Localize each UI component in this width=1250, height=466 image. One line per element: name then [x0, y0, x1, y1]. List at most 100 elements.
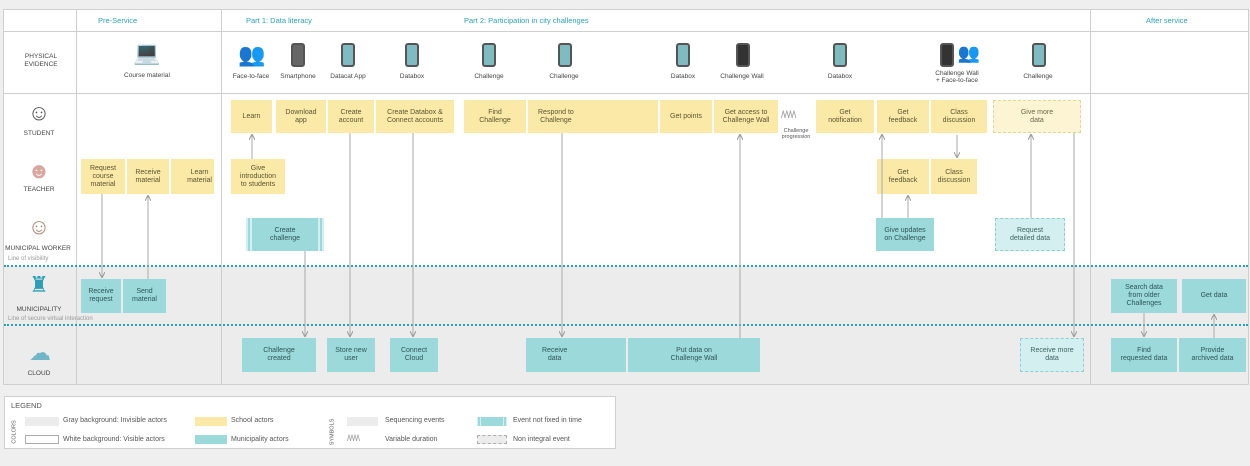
step-receive-data[interactable]: Receive data: [526, 338, 626, 372]
evidence-label: Smartphone: [280, 73, 316, 80]
cloud-icon: ☁: [29, 340, 51, 365]
municipality-emblem-icon: ♜: [29, 272, 49, 297]
step-teacher-class-discussion[interactable]: Class discussion: [931, 159, 977, 194]
evidence-label: Challenge Wall + Face-to-face: [935, 70, 979, 84]
step-search-older-challenges[interactable]: Search data from older Challenges: [1111, 279, 1177, 313]
databox-icon: [676, 43, 690, 67]
actor-municipality: MUNICIPALITY: [16, 306, 62, 313]
phase-pre-service: Pre-Service: [98, 16, 138, 25]
datacat-app-icon: [341, 43, 355, 67]
step-learn[interactable]: Learn: [231, 100, 272, 133]
challenge-wall-icon: [736, 43, 750, 67]
step-access-challenge-wall[interactable]: Get access to Challenge Wall: [714, 100, 778, 133]
legend-notfixed-label: Event not fixed in time: [513, 417, 582, 424]
evidence-label: Challenge Wall: [720, 73, 764, 80]
course-material-icon: 💻: [133, 40, 161, 65]
step-respond-challenge[interactable]: Respond to Challenge: [528, 100, 658, 133]
step-class-discussion[interactable]: Class discussion: [931, 100, 987, 133]
step-request-detailed-data[interactable]: Request detailed data: [995, 218, 1065, 251]
challenge-icon: [482, 43, 496, 67]
databox-icon: [405, 43, 419, 67]
step-create-challenge[interactable]: Create challenge: [246, 218, 324, 251]
line-of-visibility-label: Line of visibility: [8, 256, 49, 262]
col-divider: [221, 9, 222, 385]
step-create-account[interactable]: Create account: [328, 100, 374, 133]
legend-school-label: School actors: [231, 417, 274, 424]
student-face-icon: ☺: [27, 100, 51, 125]
teacher-face-icon: ☻: [27, 158, 51, 183]
challenge-icon: [1032, 43, 1046, 67]
actor-teacher: TEACHER: [23, 186, 55, 193]
step-put-data-challenge-wall[interactable]: Put data on Challenge Wall: [628, 338, 760, 372]
legend-gray-label: Gray background: Invisible actors: [63, 417, 167, 424]
step-get-feedback[interactable]: Get feedback: [877, 100, 929, 133]
step-receive-more-data[interactable]: Receive more data: [1020, 338, 1084, 372]
legend-colors-label: COLORS: [11, 420, 18, 444]
evidence-label: Databox: [827, 73, 853, 80]
step-create-databox[interactable]: Create Databox & Connect accounts: [376, 100, 454, 133]
evidence-label: Databox: [399, 73, 425, 80]
legend-white-label: White background: Visible actors: [63, 436, 165, 443]
face-to-face-icon: 👥: [957, 43, 981, 63]
legend-var-label: Variable duration: [385, 436, 438, 443]
step-challenge-created[interactable]: Challenge created: [242, 338, 316, 372]
legend-municipality-swatch: [195, 435, 227, 444]
step-receive-material[interactable]: Receive material: [127, 159, 169, 194]
step-get-data[interactable]: Get data: [1182, 279, 1246, 313]
legend-notfixed-swatch: [477, 417, 507, 426]
legend-seq-swatch: [347, 417, 381, 426]
legend-nonint-swatch: [477, 435, 507, 444]
step-find-challenge[interactable]: Find Challenge: [464, 100, 526, 133]
row-divider: [4, 31, 1248, 32]
step-find-requested-data[interactable]: Find requested data: [1111, 338, 1177, 372]
step-give-introduction[interactable]: Give introduction to students: [231, 159, 285, 194]
evidence-label: Challenge: [1023, 73, 1053, 80]
municipal-worker-face-icon: ☺: [27, 214, 51, 239]
step-provide-archived-data[interactable]: Provide archived data: [1179, 338, 1246, 372]
line-of-secure-interaction: [4, 324, 1248, 326]
actor-municipal-worker: MUNICIPAL WORKER: [5, 245, 71, 252]
step-request-course-material[interactable]: Request course material: [81, 159, 125, 194]
evidence-label: Challenge: [474, 73, 504, 80]
legend-seq-label: Sequencing events: [385, 417, 445, 424]
evidence-label: Challenge: [549, 73, 579, 80]
phase-after-service: After service: [1146, 16, 1188, 25]
step-give-updates[interactable]: Give updates on Challenge: [876, 218, 934, 251]
challenge-icon: [558, 43, 572, 67]
evidence-label: Face-to-face: [232, 73, 270, 80]
legend-municipality-label: Municipality actors: [231, 436, 289, 443]
line-of-visibility: [4, 265, 1248, 267]
face-to-face-icon: 👥: [238, 42, 266, 67]
legend-school-swatch: [195, 417, 227, 426]
actor-cloud: CLOUD: [27, 370, 51, 377]
step-teacher-get-feedback[interactable]: Get feedback: [877, 159, 929, 194]
step-send-material[interactable]: Send material: [123, 279, 166, 313]
step-learn-material[interactable]: Learn material: [171, 159, 214, 194]
variable-duration-symbol: /\/\/\/\: [781, 110, 796, 121]
col-divider: [76, 9, 77, 385]
line-of-secure-interaction-label: Line of secure virtual interaction: [8, 316, 93, 322]
legend-gray-swatch: [25, 417, 59, 426]
legend-symbols-label: SYMBOLS: [329, 418, 336, 446]
step-get-notification[interactable]: Get notification: [816, 100, 874, 133]
actor-physical-evidence: PHYSICAL EVIDENCE: [24, 53, 58, 68]
legend-nonint-label: Non integral event: [513, 436, 570, 443]
phase-city-challenges: Part 2: Participation in city challenges: [464, 16, 589, 25]
databox-icon: [833, 43, 847, 67]
actor-student: STUDENT: [23, 130, 55, 137]
col-divider: [1090, 9, 1091, 385]
step-get-points[interactable]: Get points: [660, 100, 712, 133]
step-give-more-data[interactable]: Give more data: [993, 100, 1081, 133]
legend-white-swatch: [25, 435, 59, 444]
smartphone-icon: [291, 43, 305, 67]
actor-column-bg: [4, 31, 76, 266]
step-connect-cloud[interactable]: Connect Cloud: [390, 338, 438, 372]
step-receive-request[interactable]: Receive request: [81, 279, 121, 313]
row-divider: [4, 93, 1248, 94]
evidence-label: Course material: [124, 72, 170, 79]
step-download-app[interactable]: Download app: [276, 100, 326, 133]
legend: LEGEND COLORS Gray background: Invisible…: [4, 396, 616, 449]
legend-title: LEGEND: [11, 401, 42, 410]
challenge-wall-face-icon: [940, 43, 954, 67]
step-store-new-user[interactable]: Store new user: [327, 338, 375, 372]
